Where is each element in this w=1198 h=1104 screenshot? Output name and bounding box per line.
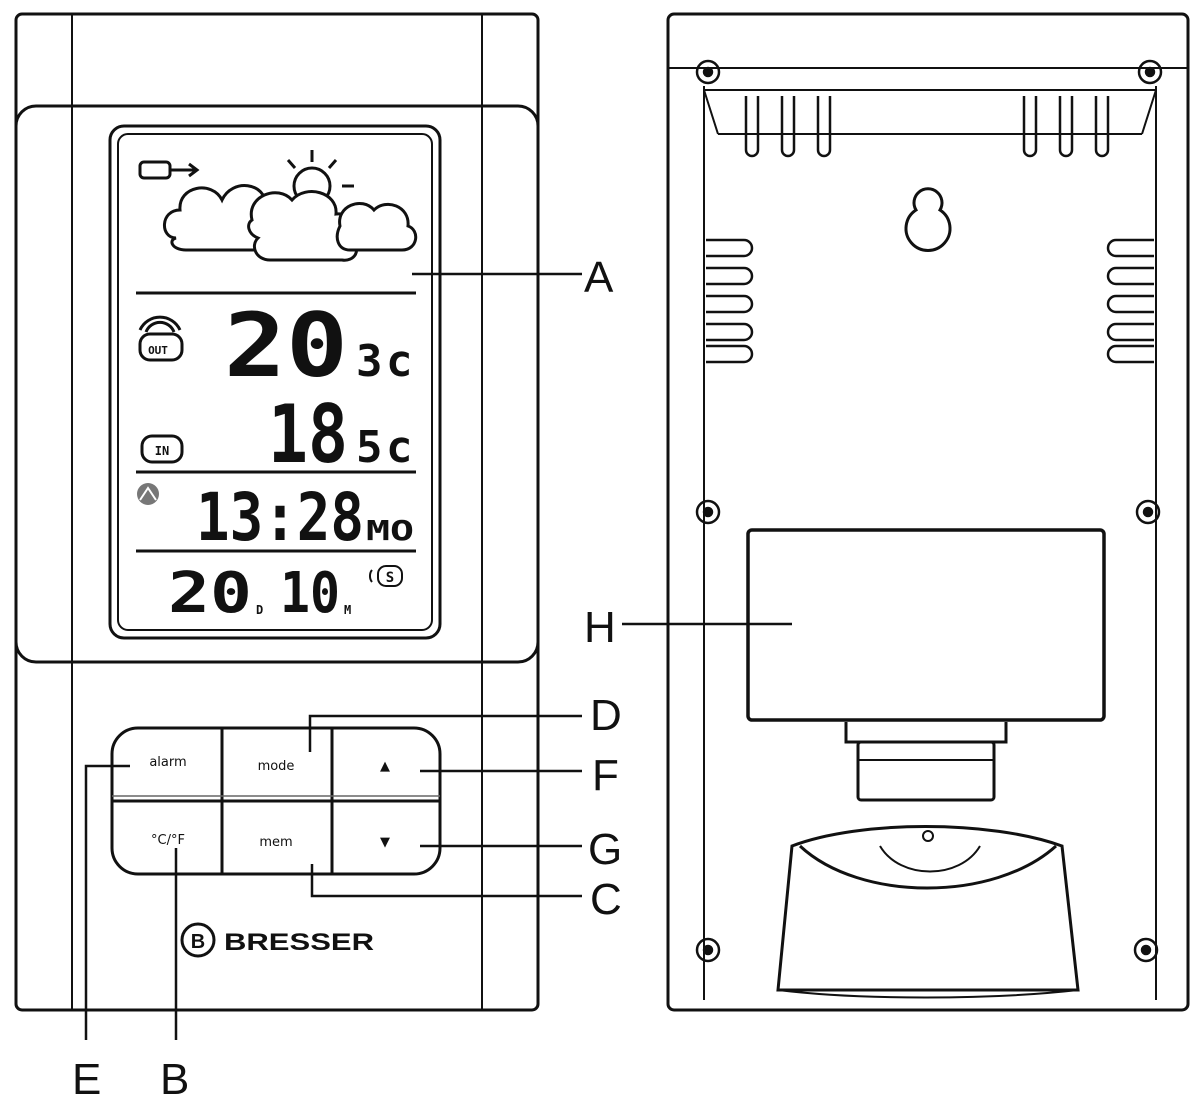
button-labels: alarm mode ▲ °C/°F mem ▼ (149, 755, 390, 850)
down-arrow-icon: ▼ (380, 835, 390, 850)
indoor-temperature-unit: c (386, 422, 413, 473)
callout-H: H (584, 603, 616, 652)
date-day: 20 (168, 561, 252, 626)
callout-E: E (72, 1055, 101, 1104)
up-arrow-icon: ▲ (380, 759, 390, 774)
callout-D: D (590, 691, 622, 740)
brand-name: BRESSER (224, 929, 374, 956)
date-month: 10 (280, 561, 340, 626)
leader-D (308, 714, 582, 752)
partly-cloudy-icon (138, 150, 418, 262)
radio-clock-icon (137, 483, 159, 505)
callout-A: A (584, 253, 614, 302)
indoor-temperature-decimal: 5 (356, 422, 383, 473)
callout-C: C (590, 875, 622, 924)
unit-toggle-button-label: °C/°F (151, 833, 185, 848)
clock-weekday: MO (366, 514, 414, 547)
indoor-temperature: 18 (268, 388, 348, 481)
signal-icon (138, 315, 182, 333)
indoor-badge (140, 434, 184, 464)
ventilation-slots-left (706, 238, 754, 364)
brand: B BRESSER (191, 929, 374, 956)
back-view (622, 12, 1190, 1012)
alarm-symbol: S (386, 570, 394, 586)
display-bezel (14, 104, 540, 664)
front-view (14, 12, 582, 1040)
back-housing (666, 12, 1190, 1012)
alarm-button-label: alarm (149, 755, 186, 770)
outdoor-temperature-unit: c (386, 336, 413, 387)
callout-B: B (160, 1055, 189, 1104)
outdoor-badge (138, 332, 184, 362)
lcd-screen (108, 124, 442, 640)
brand-logo-icon (180, 922, 216, 958)
alarm-bell-icon (368, 565, 403, 587)
indoor-badge-label: IN (155, 444, 169, 458)
mem-button-label: mem (259, 835, 292, 850)
outdoor-badge-label: OUT (148, 344, 168, 357)
ventilation-ribs-top (744, 96, 1110, 158)
date-month-unit: M (344, 603, 351, 617)
callout-F: F (592, 751, 619, 800)
outdoor-temperature: 20 (224, 294, 348, 397)
desk-stand (776, 825, 1080, 999)
wall-mount-keyhole (904, 187, 952, 252)
screw-icon (695, 59, 1163, 963)
button-panel (110, 726, 442, 876)
brand-logo-letter: B (191, 931, 205, 953)
clock-time: 13:28 (196, 479, 364, 556)
mode-button-label: mode (258, 759, 295, 774)
lcd-readouts: OUT IN 20 3 c 18 5 c 13:28 MO 20 D 10 M … (148, 294, 414, 626)
battery-compartment (746, 528, 1106, 802)
leader-E (84, 764, 130, 1040)
ventilation-slots-right (1106, 238, 1154, 364)
outdoor-temperature-decimal: 3 (356, 336, 383, 387)
callout-labels: A D F G C E B H (72, 253, 622, 1104)
callout-G: G (588, 825, 622, 874)
leader-C (310, 864, 582, 898)
date-day-unit: D (256, 603, 263, 617)
